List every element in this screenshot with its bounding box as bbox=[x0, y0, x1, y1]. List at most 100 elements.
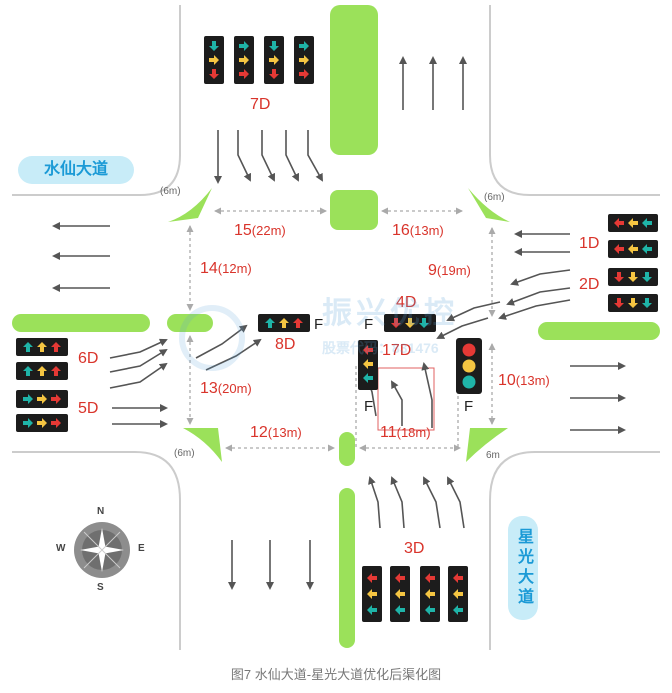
signal-head-7d-1 bbox=[204, 36, 224, 84]
north-median bbox=[330, 5, 378, 155]
signal-head-2d-2 bbox=[608, 294, 658, 312]
traffic-light-vertical bbox=[456, 338, 482, 394]
signal-arrow-icon bbox=[453, 573, 463, 583]
signal-arrow-icon bbox=[279, 318, 289, 328]
signal-head-3d-3 bbox=[420, 566, 440, 622]
signal-arrow-icon bbox=[363, 345, 373, 355]
watermark-text: 振兴优控 bbox=[322, 297, 458, 330]
signal-head-1d-2 bbox=[608, 240, 658, 258]
dimension-16: 16(13m) bbox=[392, 222, 444, 239]
signal-arrow-icon bbox=[269, 55, 279, 65]
signal-head-6d-2 bbox=[16, 362, 68, 380]
signal-arrow-icon bbox=[395, 589, 405, 599]
signal-arrow-icon bbox=[425, 573, 435, 583]
signal-arrow-icon bbox=[269, 41, 279, 51]
signal-arrow-icon bbox=[367, 589, 377, 599]
signal-arrow-icon bbox=[367, 605, 377, 615]
signal-arrow-icon bbox=[642, 244, 652, 254]
signal-head-7d-4 bbox=[294, 36, 314, 84]
signal-arrow-icon bbox=[395, 605, 405, 615]
signal-arrow-icon bbox=[293, 318, 303, 328]
signal-arrow-icon bbox=[628, 298, 638, 308]
dimension-10: 10(13m) bbox=[498, 372, 550, 389]
signal-arrow-icon bbox=[51, 366, 61, 376]
signal-arrow-icon bbox=[405, 318, 415, 328]
signal-head-5d-1 bbox=[16, 390, 68, 408]
signal-arrow-icon bbox=[37, 366, 47, 376]
figure-caption: 图7 水仙大道-星光大道优化后渠化图 bbox=[230, 667, 442, 682]
signal-arrow-icon bbox=[391, 318, 401, 328]
signal-head-3d-4 bbox=[448, 566, 468, 622]
phase-4d-label: 4D bbox=[396, 294, 417, 311]
signal-head-7d-2 bbox=[234, 36, 254, 84]
signal-arrow-icon bbox=[299, 69, 309, 79]
nw-corner-island bbox=[168, 188, 212, 222]
signal-heads bbox=[16, 36, 658, 622]
south-crossing-island bbox=[339, 432, 355, 466]
signal-arrow-icon bbox=[37, 418, 47, 428]
compass-w: W bbox=[56, 543, 66, 554]
signal-head-3d-1 bbox=[362, 566, 382, 622]
signal-head-5d-2 bbox=[16, 414, 68, 432]
signal-arrow-icon bbox=[628, 218, 638, 228]
west-crossing-island bbox=[167, 314, 213, 332]
signal-head-3d-2 bbox=[390, 566, 410, 622]
waiting-zone bbox=[377, 367, 435, 431]
corner-radius-se: 6m bbox=[486, 450, 500, 461]
dimension-9: 9(19m) bbox=[428, 262, 471, 279]
signal-head-7d-3 bbox=[264, 36, 284, 84]
compass-n: N bbox=[97, 506, 105, 517]
road-label-east-west: 水仙大道 bbox=[18, 156, 134, 184]
signal-arrow-icon bbox=[363, 373, 373, 383]
signal-arrow-icon bbox=[23, 394, 33, 404]
curb-lines bbox=[12, 5, 660, 650]
signal-arrow-icon bbox=[209, 55, 219, 65]
signal-arrow-icon bbox=[239, 55, 249, 65]
signal-arrow-icon bbox=[239, 69, 249, 79]
signal-arrow-icon bbox=[628, 244, 638, 254]
north-crossing-island bbox=[330, 190, 378, 230]
signal-arrow-icon bbox=[299, 41, 309, 51]
signal-arrow-icon bbox=[37, 394, 47, 404]
signal-arrow-icon bbox=[23, 366, 33, 376]
phase-6d-label: 6D bbox=[78, 350, 99, 367]
compass-s: S bbox=[97, 582, 104, 593]
signal-arrow-icon bbox=[642, 272, 652, 282]
signal-head-2d-1 bbox=[608, 268, 658, 286]
east-median bbox=[538, 322, 660, 340]
signal-arrow-icon bbox=[209, 41, 219, 51]
signal-head-1d-1 bbox=[608, 214, 658, 232]
corner-radius-nw: (6m) bbox=[160, 186, 181, 197]
signal-arrow-icon bbox=[614, 244, 624, 254]
se-corner-island bbox=[466, 428, 508, 462]
signal-head-8d bbox=[258, 314, 310, 332]
islands bbox=[12, 5, 660, 648]
signal-arrow-icon bbox=[642, 218, 652, 228]
signal-arrow-icon bbox=[299, 55, 309, 65]
phase-7d-label: 7D bbox=[250, 96, 271, 113]
signal-arrow-icon bbox=[51, 394, 61, 404]
west-median bbox=[12, 314, 150, 332]
signal-arrow-icon bbox=[265, 318, 275, 328]
sw-corner-island bbox=[183, 428, 222, 462]
corner-radius-sw: (6m) bbox=[174, 448, 195, 459]
signal-arrow-icon bbox=[419, 318, 429, 328]
phase-1d-label: 1D bbox=[579, 235, 600, 252]
south-median bbox=[339, 488, 355, 648]
dimension-11: 11(18m) bbox=[380, 424, 431, 441]
watermark-subtext: 股票代码：831476 bbox=[322, 340, 439, 356]
signal-head-4d bbox=[384, 314, 436, 332]
compass-rose bbox=[74, 522, 130, 578]
phase-8d-label: 8D bbox=[275, 336, 296, 353]
dimension-14: 14(12m) bbox=[200, 260, 252, 277]
road-label-north-south: 星光大道 bbox=[508, 516, 538, 620]
ne-corner-island bbox=[468, 188, 510, 222]
signal-arrow-icon bbox=[395, 573, 405, 583]
signal-arrow-icon bbox=[51, 418, 61, 428]
signal-arrow-icon bbox=[425, 589, 435, 599]
corner-radius-ne: (6m) bbox=[484, 192, 505, 203]
signal-arrow-icon bbox=[614, 298, 624, 308]
signal-arrow-icon bbox=[453, 589, 463, 599]
watermark bbox=[179, 305, 245, 371]
